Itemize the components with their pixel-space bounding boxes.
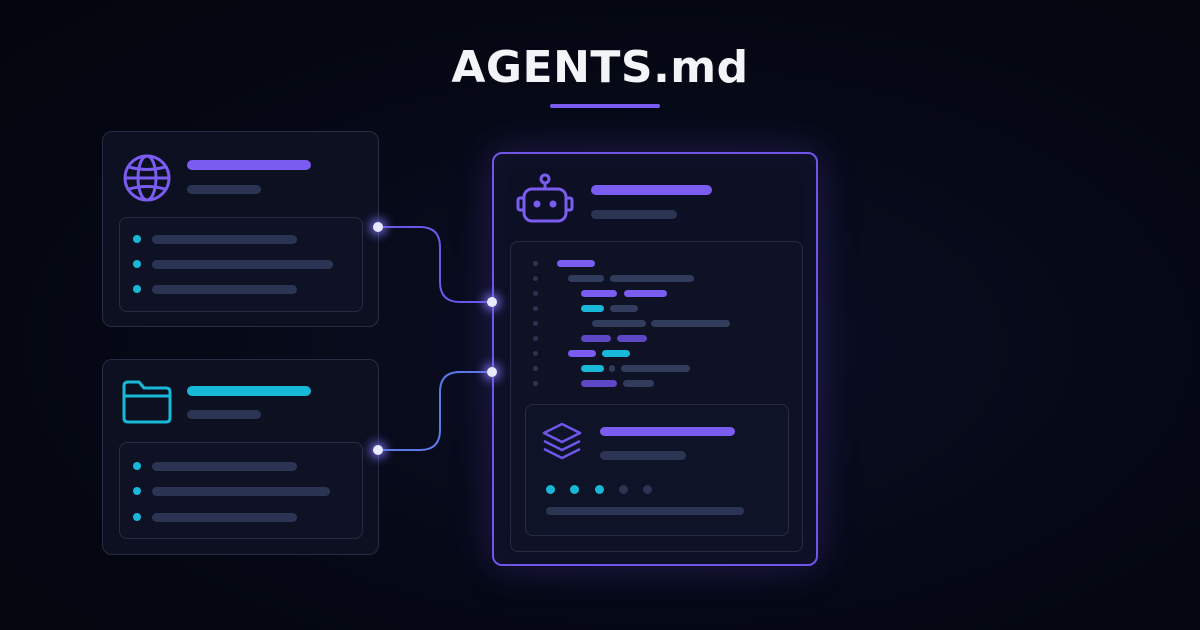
connector-node bbox=[373, 445, 383, 455]
progress-step bbox=[619, 485, 628, 494]
list-item bbox=[152, 462, 297, 471]
code-token bbox=[623, 380, 654, 387]
source-card-web bbox=[102, 131, 379, 327]
agent-card bbox=[492, 152, 818, 566]
list-item bbox=[152, 285, 297, 294]
subtitle-placeholder bbox=[591, 210, 677, 219]
title-placeholder bbox=[591, 185, 712, 195]
line-marker bbox=[533, 321, 538, 326]
code-token bbox=[581, 380, 617, 387]
code-token bbox=[602, 350, 630, 357]
line-marker bbox=[533, 261, 538, 266]
line-marker bbox=[533, 336, 538, 341]
progress-step bbox=[595, 485, 604, 494]
code-token bbox=[610, 275, 694, 282]
list-panel bbox=[119, 442, 363, 539]
line-marker bbox=[533, 276, 538, 281]
progress-step bbox=[570, 485, 579, 494]
code-token bbox=[624, 290, 667, 297]
list-item bbox=[152, 235, 297, 244]
code-token bbox=[610, 305, 638, 312]
code-token bbox=[568, 275, 604, 282]
code-token bbox=[581, 335, 611, 342]
globe-icon bbox=[123, 154, 171, 202]
list-item bbox=[152, 260, 333, 269]
title-underline bbox=[550, 104, 660, 108]
progress-step bbox=[643, 485, 652, 494]
layers-icon bbox=[542, 422, 582, 460]
list-bullet bbox=[133, 235, 141, 243]
title-placeholder bbox=[600, 427, 735, 436]
code-token bbox=[581, 305, 604, 312]
code-token bbox=[568, 350, 596, 357]
list-bullet bbox=[133, 487, 141, 495]
code-token bbox=[621, 365, 690, 372]
line-marker bbox=[533, 351, 538, 356]
code-token bbox=[557, 260, 595, 267]
connector-node bbox=[487, 297, 497, 307]
list-bullet bbox=[133, 513, 141, 521]
subtitle-placeholder bbox=[187, 185, 261, 194]
code-token bbox=[581, 290, 617, 297]
list-bullet bbox=[133, 462, 141, 470]
connector-top bbox=[378, 226, 491, 303]
line-marker bbox=[533, 291, 538, 296]
connector-node bbox=[373, 222, 383, 232]
code-token bbox=[617, 335, 647, 342]
connector-node bbox=[487, 367, 497, 377]
subtitle-placeholder bbox=[600, 451, 686, 460]
footer-placeholder bbox=[546, 507, 744, 515]
list-bullet bbox=[133, 260, 141, 268]
robot-icon bbox=[516, 173, 574, 223]
code-token bbox=[581, 365, 604, 372]
code-panel bbox=[510, 241, 803, 552]
list-item bbox=[152, 513, 297, 522]
list-panel bbox=[119, 217, 363, 312]
code-token bbox=[609, 365, 615, 372]
module-card bbox=[525, 404, 789, 536]
line-marker bbox=[533, 381, 538, 386]
source-card-files bbox=[102, 359, 379, 555]
title-placeholder bbox=[187, 160, 311, 170]
page-title: AGENTS.md bbox=[451, 42, 749, 93]
subtitle-placeholder bbox=[187, 410, 261, 419]
list-bullet bbox=[133, 285, 141, 293]
line-marker bbox=[533, 306, 538, 311]
list-item bbox=[152, 487, 330, 496]
title-placeholder bbox=[187, 386, 311, 396]
code-token bbox=[651, 320, 730, 327]
line-marker bbox=[533, 366, 538, 371]
code-token bbox=[592, 320, 646, 327]
folder-icon bbox=[122, 380, 172, 424]
progress-step bbox=[546, 485, 555, 494]
connector-bottom bbox=[378, 371, 491, 451]
